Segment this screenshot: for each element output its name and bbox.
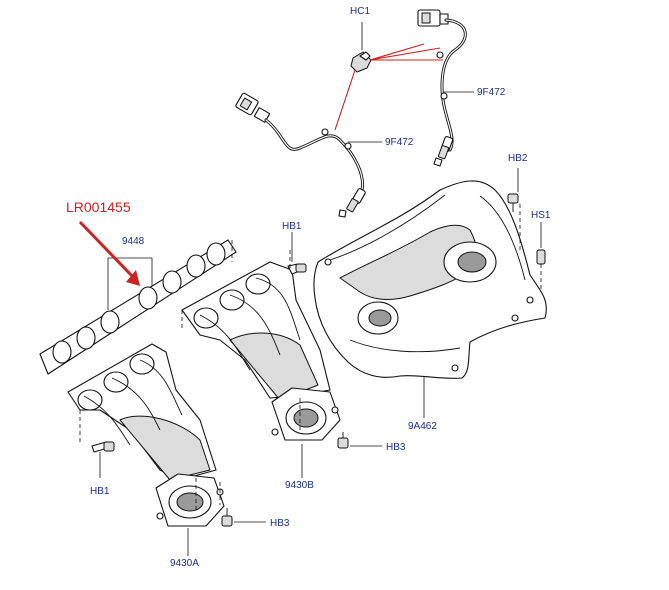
sensor-right-probe (433, 136, 454, 167)
bolt-hb3-bottom (221, 508, 266, 527)
heat-shield-9a462 (313, 180, 547, 379)
label-hb1-bottom: HB1 (90, 486, 110, 497)
manifold-9430a-flange (155, 473, 225, 527)
label-hc1: HC1 (350, 6, 370, 17)
alignment-lines (79, 204, 542, 510)
label-hb3-bottom: HB3 (270, 518, 290, 529)
bolt-hb1-top (287, 232, 307, 275)
lr001455-callout-arrow (78, 220, 140, 286)
label-9a462: 9A462 (408, 421, 437, 432)
label-lr001455: LR001455 (66, 199, 131, 215)
hc1-pointer-lines (334, 43, 443, 131)
label-9f472-left: 9F472 (385, 137, 414, 148)
label-9f472-top: 9F472 (477, 87, 506, 98)
harness-clip-hc1 (350, 22, 372, 73)
bolt-hb2 (507, 168, 519, 212)
stud-hs1 (536, 222, 546, 265)
gasket-ports (52, 242, 226, 364)
oxygen-sensor-left (235, 92, 366, 218)
label-9430b: 9430B (285, 480, 314, 491)
label-hs1: HS1 (531, 210, 551, 221)
bolt-hb3-right (337, 432, 382, 449)
label-hb1-top: HB1 (282, 221, 302, 232)
label-hb3-right: HB3 (386, 442, 406, 453)
exhaust-manifold-9430b (181, 261, 341, 478)
exhaust-manifold-9430a (67, 343, 225, 556)
sensor-left-connector (235, 92, 271, 123)
manifold-9430b-flange (271, 387, 341, 441)
label-9430a: 9430A (170, 558, 199, 569)
sensor-left-probe (338, 188, 366, 218)
label-hb2: HB2 (508, 153, 528, 164)
label-9448: 9448 (122, 236, 145, 247)
gasket-9448 (39, 239, 237, 375)
oxygen-sensor-right (417, 9, 467, 167)
sensor-right-connector (417, 9, 449, 27)
bolt-hb1-bottom (91, 441, 115, 478)
